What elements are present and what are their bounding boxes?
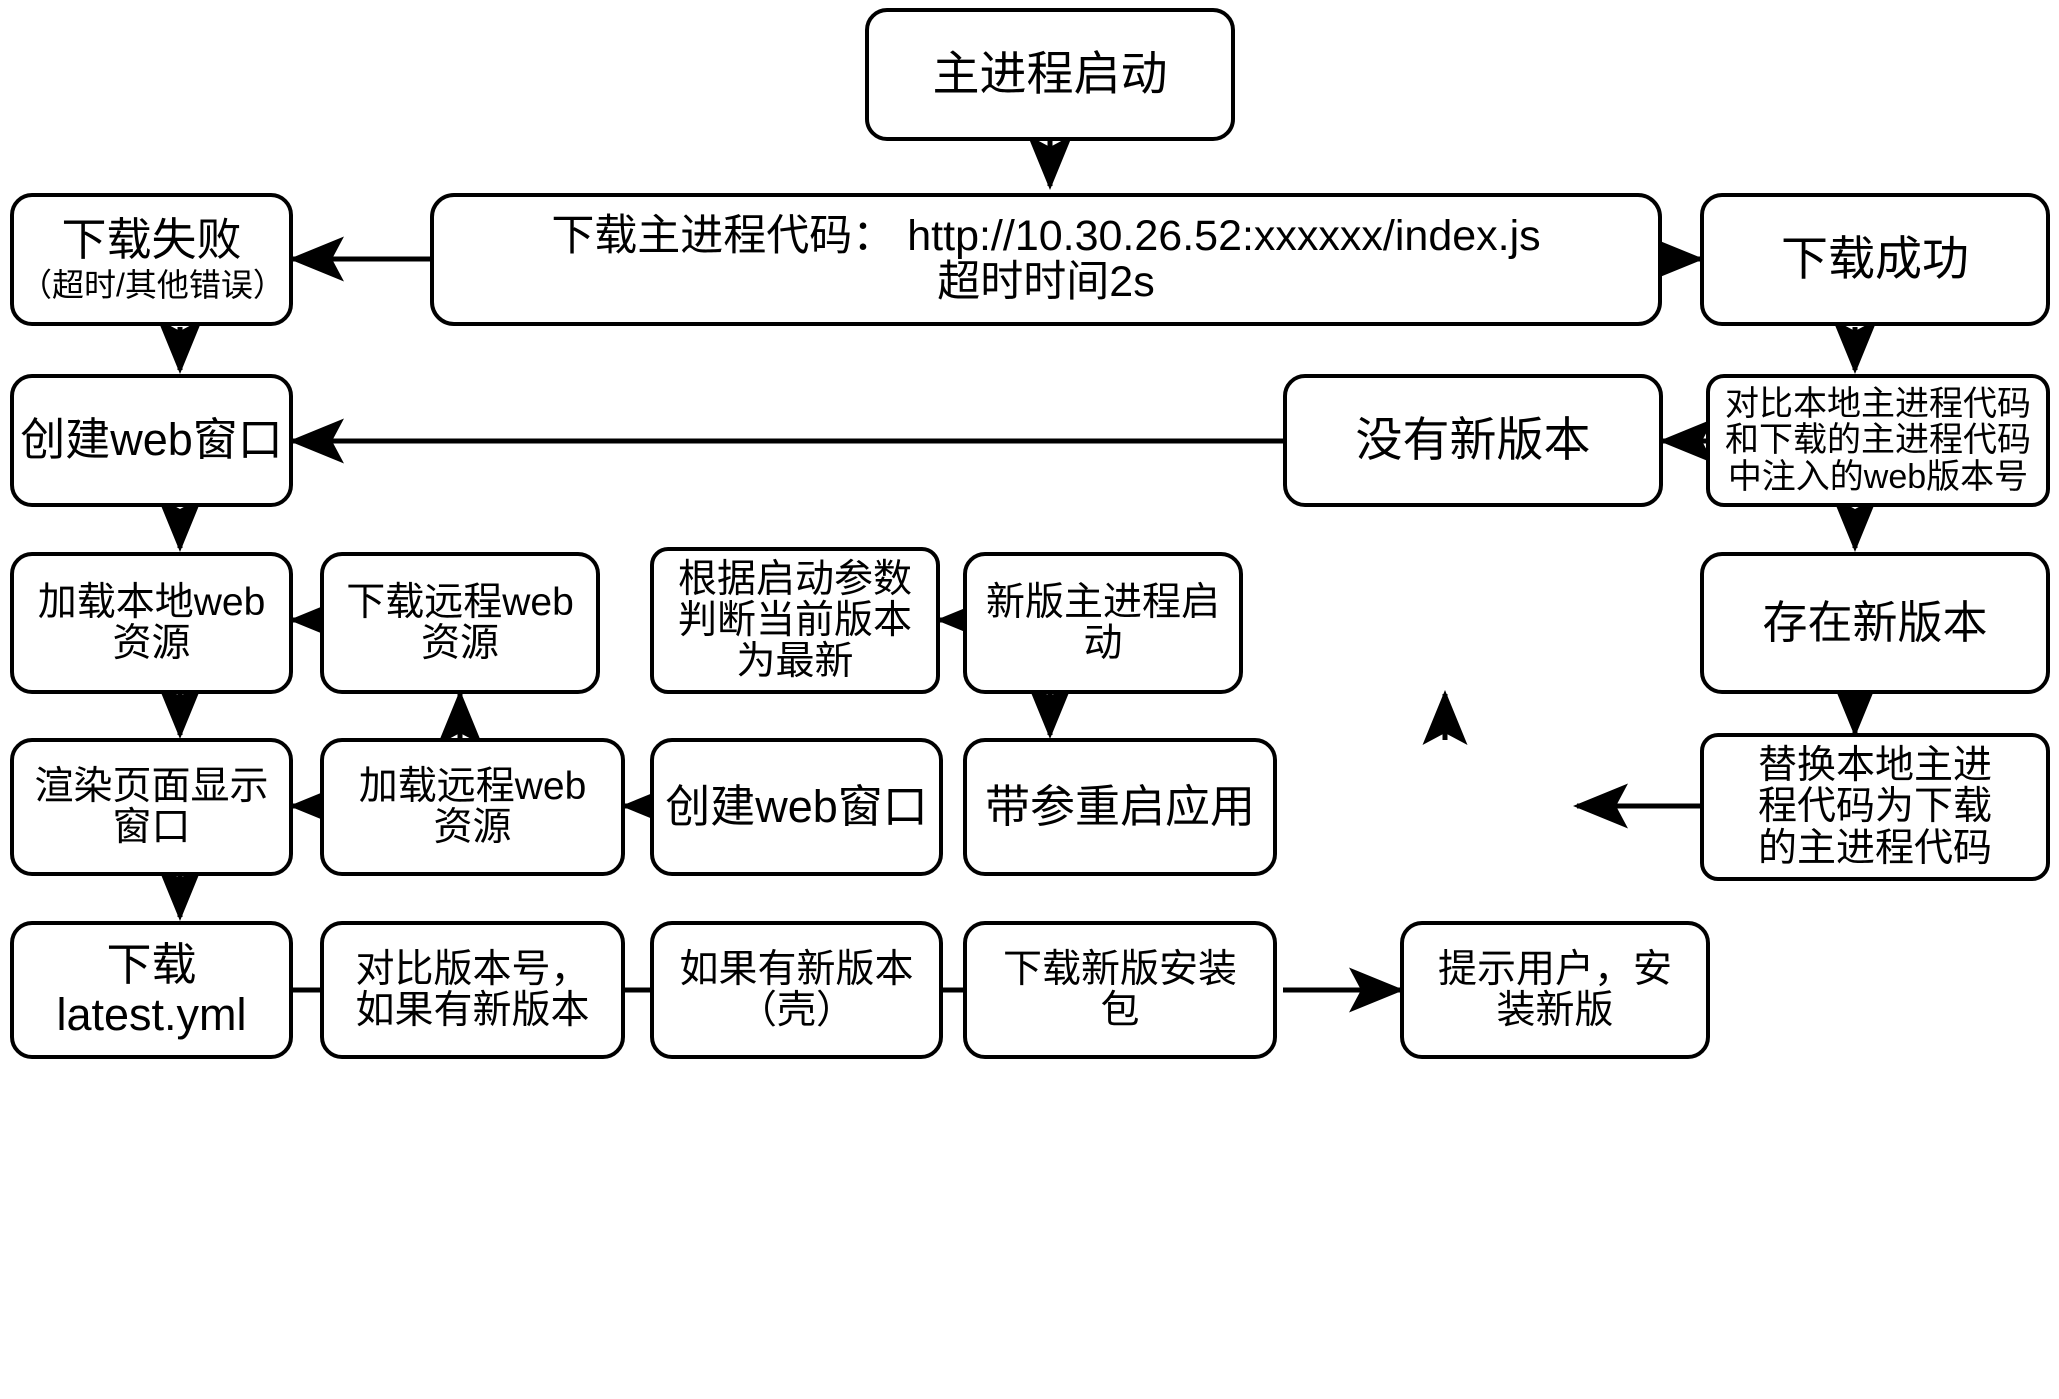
- node-download-failed[interactable]: 下载失败 （超时/其他错误）: [10, 193, 293, 326]
- node-create-web-window-local[interactable]: 创建web窗口: [10, 374, 293, 507]
- node-label: 带参重启应用: [984, 780, 1255, 832]
- node-judge-current-version-latest[interactable]: 根据启动参数 判断当前版本 为最新: [650, 547, 940, 694]
- node-download-main-process-code[interactable]: 下载主进程代码： http://10.30.26.52:xxxxxx/index…: [430, 193, 1662, 326]
- node-label: 下载远程web 资源: [346, 580, 574, 665]
- node-render-page-show-window[interactable]: 渲染页面显示 窗口: [10, 738, 293, 876]
- node-label: 渲染页面显示 窗口: [34, 764, 269, 849]
- node-compare-version-number[interactable]: 对比版本号， 如果有新版本: [320, 921, 625, 1059]
- node-download-success[interactable]: 下载成功: [1700, 193, 2050, 326]
- node-label: 下载成功: [1781, 232, 1969, 286]
- node-label: 替换本地主进 程代码为下载 的主进程代码: [1757, 744, 1992, 870]
- node-label: 加载本地web 资源: [37, 580, 266, 665]
- node-label: 对比本地主进程代码 和下载的主进程代码 中注入的web版本号: [1725, 385, 2031, 496]
- node-replace-local-main-process-code[interactable]: 替换本地主进 程代码为下载 的主进程代码: [1700, 733, 2050, 881]
- node-label: 加载远程web 资源: [358, 764, 587, 849]
- node-create-web-window-remote[interactable]: 创建web窗口: [650, 738, 943, 876]
- node-download-latest-yml[interactable]: 下载latest.yml: [10, 921, 293, 1059]
- node-sublabel: （超时/其他错误）: [20, 266, 285, 303]
- node-label: 下载主进程代码： http://10.30.26.52:xxxxxx/index…: [551, 211, 1541, 306]
- node-new-main-process-start[interactable]: 新版主进程启 动: [963, 552, 1243, 694]
- node-label: 创建web窗口: [665, 780, 928, 832]
- node-restart-app-with-args[interactable]: 带参重启应用: [963, 738, 1277, 876]
- node-load-local-web-resource[interactable]: 加载本地web 资源: [10, 552, 293, 694]
- node-label: 主进程启动: [932, 47, 1168, 101]
- node-label: 存在新版本: [1762, 596, 1988, 648]
- node-label: 没有新版本: [1355, 413, 1591, 467]
- node-main-process-start[interactable]: 主进程启动: [865, 8, 1235, 141]
- node-if-new-version-shell[interactable]: 如果有新版本 （壳）: [650, 921, 943, 1059]
- node-download-remote-web-resource[interactable]: 下载远程web 资源: [320, 552, 600, 694]
- node-label: 下载失败: [61, 214, 242, 266]
- node-label: 如果有新版本 （壳）: [679, 947, 914, 1032]
- node-label: 创建web窗口: [20, 414, 283, 466]
- node-compare-web-version[interactable]: 对比本地主进程代码 和下载的主进程代码 中注入的web版本号: [1706, 374, 2050, 507]
- node-prompt-user-install[interactable]: 提示用户，安 装新版: [1400, 921, 1710, 1059]
- node-label: 下载新版安装 包: [1002, 947, 1237, 1032]
- node-download-new-version-package[interactable]: 下载新版安装 包: [963, 921, 1277, 1059]
- node-label: 下载latest.yml: [56, 938, 247, 1040]
- node-new-version-exists[interactable]: 存在新版本: [1700, 552, 2050, 694]
- node-label: 根据启动参数 判断当前版本 为最新: [677, 557, 912, 684]
- node-no-new-version[interactable]: 没有新版本: [1283, 374, 1663, 507]
- node-label: 新版主进程启 动: [985, 580, 1220, 665]
- node-label: 提示用户，安 装新版: [1437, 947, 1672, 1032]
- node-load-remote-web-resource[interactable]: 加载远程web 资源: [320, 738, 625, 876]
- node-label: 对比版本号， 如果有新版本: [355, 947, 590, 1032]
